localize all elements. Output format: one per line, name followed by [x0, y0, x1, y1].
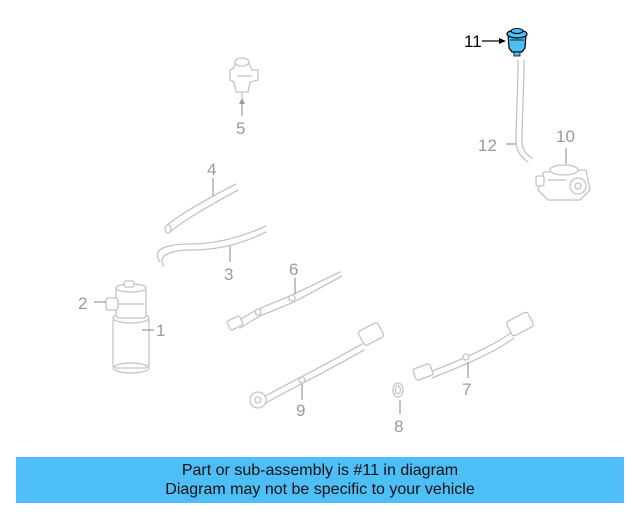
parts-diagram: 5 4 3 1 2 6: [78, 28, 591, 436]
callout-12: 12: [478, 136, 497, 155]
callout-3: 3: [224, 265, 233, 284]
part-9-sensor[interactable]: [249, 322, 385, 409]
part-2-canister-cap[interactable]: [105, 280, 147, 319]
part-10-pump[interactable]: [535, 164, 591, 201]
part-7-sensor[interactable]: [412, 311, 534, 381]
callout-7: 7: [462, 380, 471, 399]
part-6-sensor[interactable]: [226, 271, 343, 331]
callout-6: 6: [289, 260, 298, 279]
part-5-valve[interactable]: [229, 57, 259, 99]
banner-line-disclaimer: Diagram may not be specific to your vehi…: [165, 481, 475, 498]
part-11-cap-highlighted[interactable]: [506, 28, 528, 57]
callout-1: 1: [156, 321, 165, 340]
callout-5: 5: [236, 119, 245, 138]
callout-9: 9: [296, 401, 305, 420]
callout-11: 11: [464, 32, 482, 51]
part-1-canister[interactable]: [112, 312, 150, 374]
callout-4: 4: [207, 160, 216, 179]
callout-2: 2: [78, 294, 87, 313]
callout-8: 8: [394, 417, 403, 436]
callout-10: 10: [556, 127, 575, 146]
info-banner: Part or sub-assembly is #11 in diagram D…: [16, 457, 624, 503]
part-4-hose[interactable]: [164, 183, 239, 234]
part-3-hose[interactable]: [156, 225, 267, 267]
part-12-hose[interactable]: [515, 59, 533, 163]
part-8-oring[interactable]: [392, 382, 404, 398]
banner-line-part: Part or sub-assembly is #11 in diagram: [181, 462, 459, 479]
